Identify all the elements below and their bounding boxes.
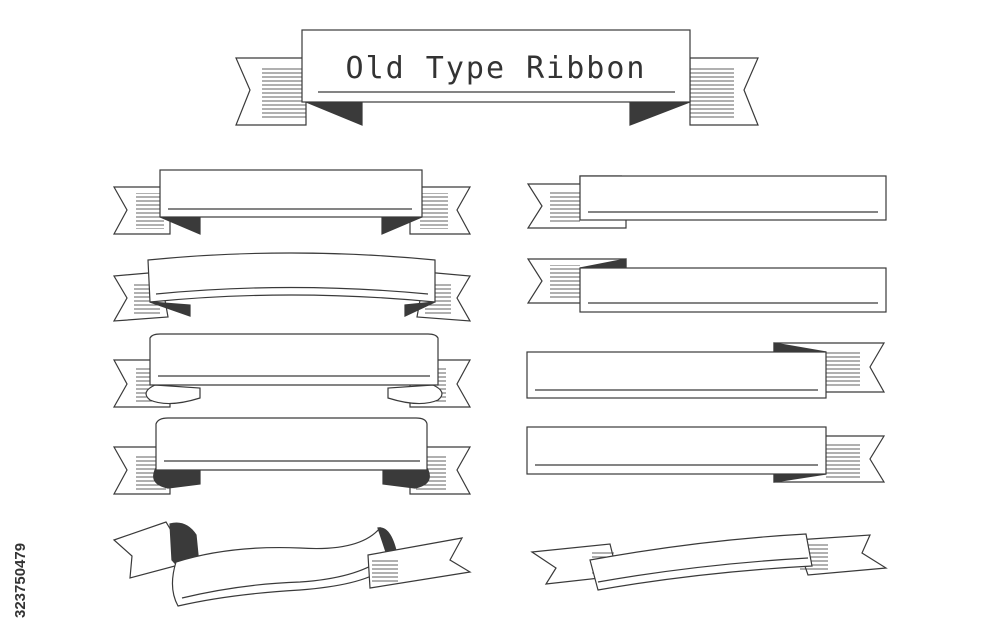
ribbon-left-4-left-fold [153,467,201,489]
ribbon-left-2-inner-line [155,286,429,295]
ribbon-right-2-left-hatch [550,265,580,299]
ribbon-left-1-right-hatch [420,193,448,229]
ribbon-right-4 [526,426,886,483]
ribbon-right-3 [526,342,886,399]
ribbon-left-3-band [149,333,439,386]
ribbon-left-5-right-hatch [372,560,398,584]
ribbon-right-4-band [526,426,827,475]
ribbon-left-2-left-fold [149,301,191,317]
ribbon-left-4-right-fold [382,467,430,489]
ribbon-left-2-right-fold [404,301,436,317]
title-ribbon-left-tail-hatch [262,66,306,119]
title-ribbon-band [301,29,691,103]
ribbon-left-5 [112,521,472,607]
ribbon-left-3 [112,333,472,408]
ribbon-left-5-band [171,526,393,607]
ribbon-right-4-right-hatch [826,442,860,478]
ribbon-left-4-band [155,417,428,471]
ribbon-right-5-inner-line [597,557,809,583]
title-ribbon-right-fold [629,101,691,126]
ribbon-right-3-right-hatch [826,350,860,388]
ribbon-left-4 [112,417,472,495]
ribbon-left-1-band [159,169,423,218]
ribbon-left-2 [112,252,472,322]
title-text: Old Type Ribbon [346,51,647,86]
ribbon-right-1-left-hatch [550,190,580,224]
ribbon-left-3-left-curl [145,384,201,405]
ribbon-right-5-band [589,533,813,591]
stock-id-text: 323750479 [12,543,29,618]
ribbon-left-1 [112,169,472,235]
ribbon-left-5-inner-line [181,555,387,599]
ribbon-right-2-band [579,267,887,313]
ribbon-right-1 [526,175,887,229]
ribbon-right-2 [526,258,887,313]
ribbon-right-3-band [526,351,827,399]
ribbon-right-5 [530,533,888,591]
ribbon-left-2-band [147,252,436,303]
title-ribbon-right-tail-hatch [690,66,734,119]
title-ribbon-left-fold [305,101,363,126]
ribbon-left-3-right-curl [387,384,443,405]
ribbon-right-1-band [579,175,887,221]
title-ribbon: Old Type Ribbon [235,29,759,126]
stock-id-vertical: 323750479 [12,543,29,618]
ribbon-left-1-left-hatch [136,193,164,229]
